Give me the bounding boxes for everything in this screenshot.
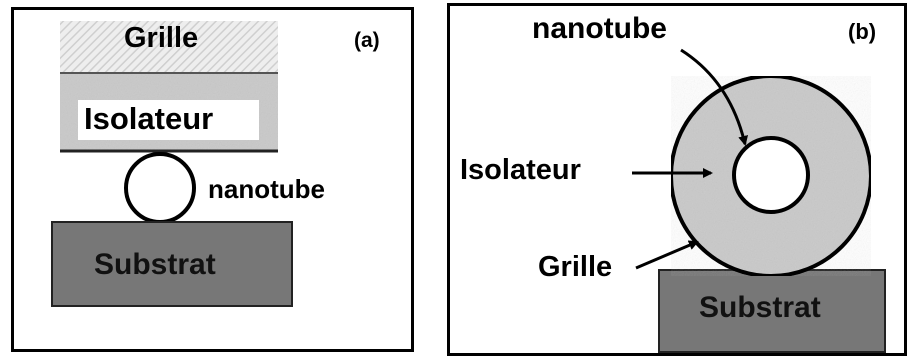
substrate-a (51, 221, 293, 307)
nanotube-arrow-b (680, 48, 749, 146)
panel-b: nanotube (b) Isolateur Grille Substrat (447, 3, 907, 356)
gate-layer-a (60, 21, 278, 73)
panel-a: Grille (a) Isolateur nanotube Substrat (11, 7, 414, 352)
nanotube-label-a: nanotube (208, 174, 325, 204)
gate-label-b: Grille (538, 251, 613, 283)
panel-b-drawing (632, 48, 886, 353)
insulator-label-box-a (78, 100, 259, 140)
gate-label-a: Grille (124, 22, 199, 54)
substrate-label-b: Substrat (699, 291, 821, 324)
insulator-label-b: Isolateur (460, 154, 581, 186)
nanotube-label-b: nanotube (532, 12, 667, 45)
panel-a-tag: (a) (354, 29, 380, 52)
gate-arrow-b (635, 240, 699, 270)
panel-b-tag: (b) (848, 19, 877, 44)
nanotube-b (732, 136, 810, 214)
insulator-label-a: Isolateur (84, 101, 214, 136)
substrate-label-a: Substrat (94, 248, 216, 281)
substrate-b (658, 269, 886, 353)
nanotube-a (124, 152, 196, 224)
